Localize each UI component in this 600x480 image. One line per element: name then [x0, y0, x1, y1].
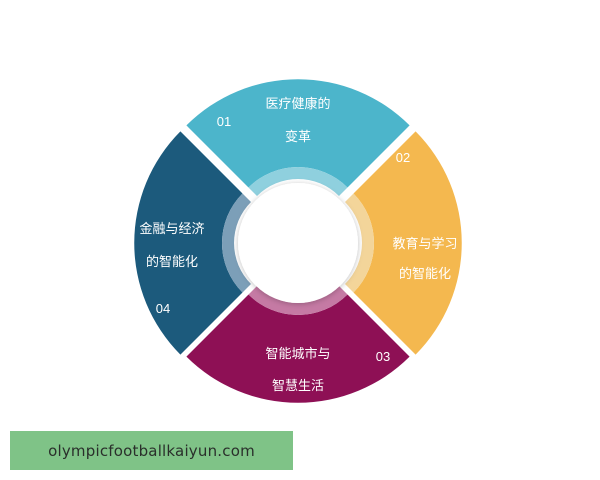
segment-02-inner-band [345, 193, 375, 293]
segment-02-outer [353, 131, 462, 355]
segment-03-number: 03 [376, 349, 390, 364]
segment-02-number: 02 [396, 150, 410, 165]
segment-01-healthcare: 01 医疗健康的 变革 [186, 79, 410, 196]
segment-04-number: 04 [156, 301, 170, 316]
segment-03-label-line1: 智能城市与 [265, 346, 330, 362]
segment-02-label-line2: 的智能化 [399, 266, 451, 282]
segment-04-finance: 金融与经济 的智能化 04 [134, 131, 251, 355]
segment-01-outer [186, 79, 410, 188]
segment-04-inner-band [221, 193, 251, 293]
segment-03-label-line2: 智慧生活 [272, 378, 324, 394]
footer-banner: olympicfootballkaiyun.com [10, 431, 293, 470]
segment-02-education: 02 教育与学习 的智能化 [345, 131, 462, 355]
segment-03-outer [186, 294, 410, 403]
segment-03-inner-band [248, 286, 348, 316]
segment-02-label-line1: 教育与学习 [392, 236, 457, 252]
segment-04-outer [134, 131, 243, 355]
segment-01-number: 01 [217, 114, 231, 129]
segment-03-smart-city: 智能城市与 03 智慧生活 [186, 286, 410, 403]
segment-01-inner-band [248, 166, 348, 196]
segment-01-label-line1: 医疗健康的 [265, 96, 330, 112]
segment-01-label-line2: 变革 [285, 129, 311, 145]
footer-website-text: olympicfootballkaiyun.com [48, 441, 255, 460]
segment-04-label-line1: 金融与经济 [139, 221, 204, 237]
segment-04-label-line2: 的智能化 [146, 254, 198, 270]
center-circle [238, 183, 358, 303]
